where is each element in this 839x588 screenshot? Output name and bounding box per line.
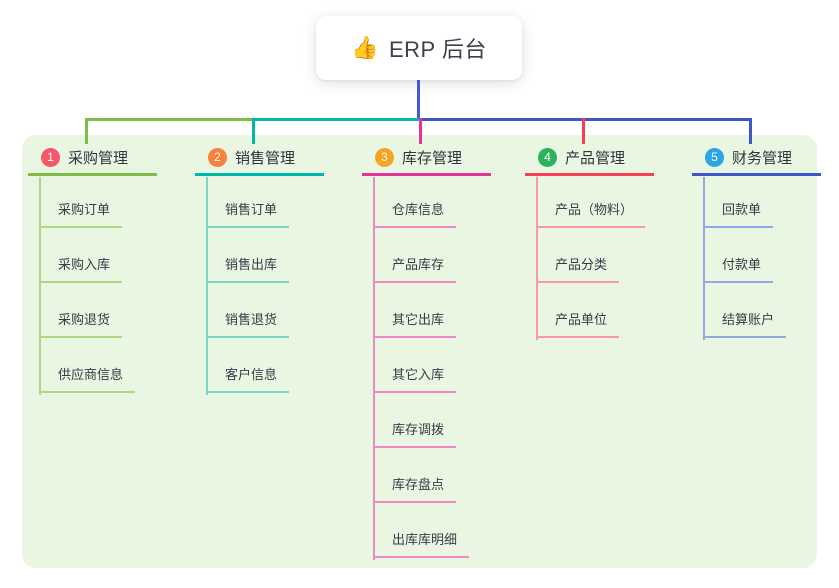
rail-segment-middle	[253, 118, 420, 121]
branch-topic-3[interactable]: 3 库存管理	[362, 146, 491, 176]
child-topic[interactable]: 出库库明细	[373, 530, 470, 558]
branch-drop-line-5	[749, 118, 752, 144]
child-spine-line-5	[703, 177, 705, 340]
child-topic[interactable]: 供应商信息	[39, 365, 136, 393]
child-topic[interactable]: 其它出库	[373, 310, 457, 338]
child-topic[interactable]: 销售出库	[206, 255, 290, 283]
branch-topic-2[interactable]: 2 销售管理	[195, 146, 324, 176]
branch-number-badge-2: 2	[208, 147, 227, 167]
child-topic[interactable]: 采购入库	[39, 255, 123, 283]
branch-drop-line-1	[85, 118, 88, 144]
branch-topic-5[interactable]: 5 财务管理	[692, 146, 821, 176]
child-spine-line-4	[536, 177, 538, 340]
root-topic-erp[interactable]: 👍 ERP 后台	[316, 16, 522, 80]
root-trunk-line	[417, 80, 420, 121]
branch-number-badge-4: 4	[538, 147, 557, 167]
branch-label-5: 财务管理	[732, 149, 793, 167]
child-topic[interactable]: 产品分类	[536, 255, 620, 283]
child-topic[interactable]: 库存盘点	[373, 475, 457, 503]
child-topic[interactable]: 仓库信息	[373, 200, 457, 228]
branch-topic-4[interactable]: 4 产品管理	[525, 146, 654, 176]
branch-label-4: 产品管理	[565, 149, 626, 167]
mindmap-background-panel	[22, 135, 817, 568]
child-topic[interactable]: 采购退货	[39, 310, 123, 338]
child-spine-line-1	[39, 177, 41, 395]
child-topic[interactable]: 结算账户	[703, 310, 787, 338]
child-topic[interactable]: 产品单位	[536, 310, 620, 338]
child-topic[interactable]: 回款单	[703, 200, 774, 228]
child-topic[interactable]: 产品库存	[373, 255, 457, 283]
branch-label-2: 销售管理	[235, 149, 296, 167]
child-spine-line-3	[373, 177, 375, 560]
branch-topic-1[interactable]: 1 采购管理	[28, 146, 157, 176]
rail-segment-right	[420, 118, 752, 121]
child-topic[interactable]: 其它入库	[373, 365, 457, 393]
branch-number-badge-5: 5	[705, 147, 724, 167]
child-topic[interactable]: 付款单	[703, 255, 774, 283]
branch-number-badge-1: 1	[41, 147, 60, 167]
child-topic[interactable]: 采购订单	[39, 200, 123, 228]
rail-segment-left	[86, 118, 253, 121]
child-topic[interactable]: 销售退货	[206, 310, 290, 338]
child-topic[interactable]: 库存调拨	[373, 420, 457, 448]
child-topic[interactable]: 销售订单	[206, 200, 290, 228]
branch-drop-line-3	[419, 118, 422, 144]
child-topic[interactable]: 产品（物料）	[536, 200, 646, 228]
branch-drop-line-4	[582, 118, 585, 144]
branch-label-3: 库存管理	[402, 149, 463, 167]
branch-number-badge-3: 3	[375, 147, 394, 167]
child-topic[interactable]: 客户信息	[206, 365, 290, 393]
branch-drop-line-2	[252, 118, 255, 144]
branch-label-1: 采购管理	[68, 149, 129, 167]
thumbs-up-emoji: 👍	[351, 35, 379, 60]
child-spine-line-2	[206, 177, 208, 395]
root-topic-title: ERP 后台	[388, 37, 487, 62]
